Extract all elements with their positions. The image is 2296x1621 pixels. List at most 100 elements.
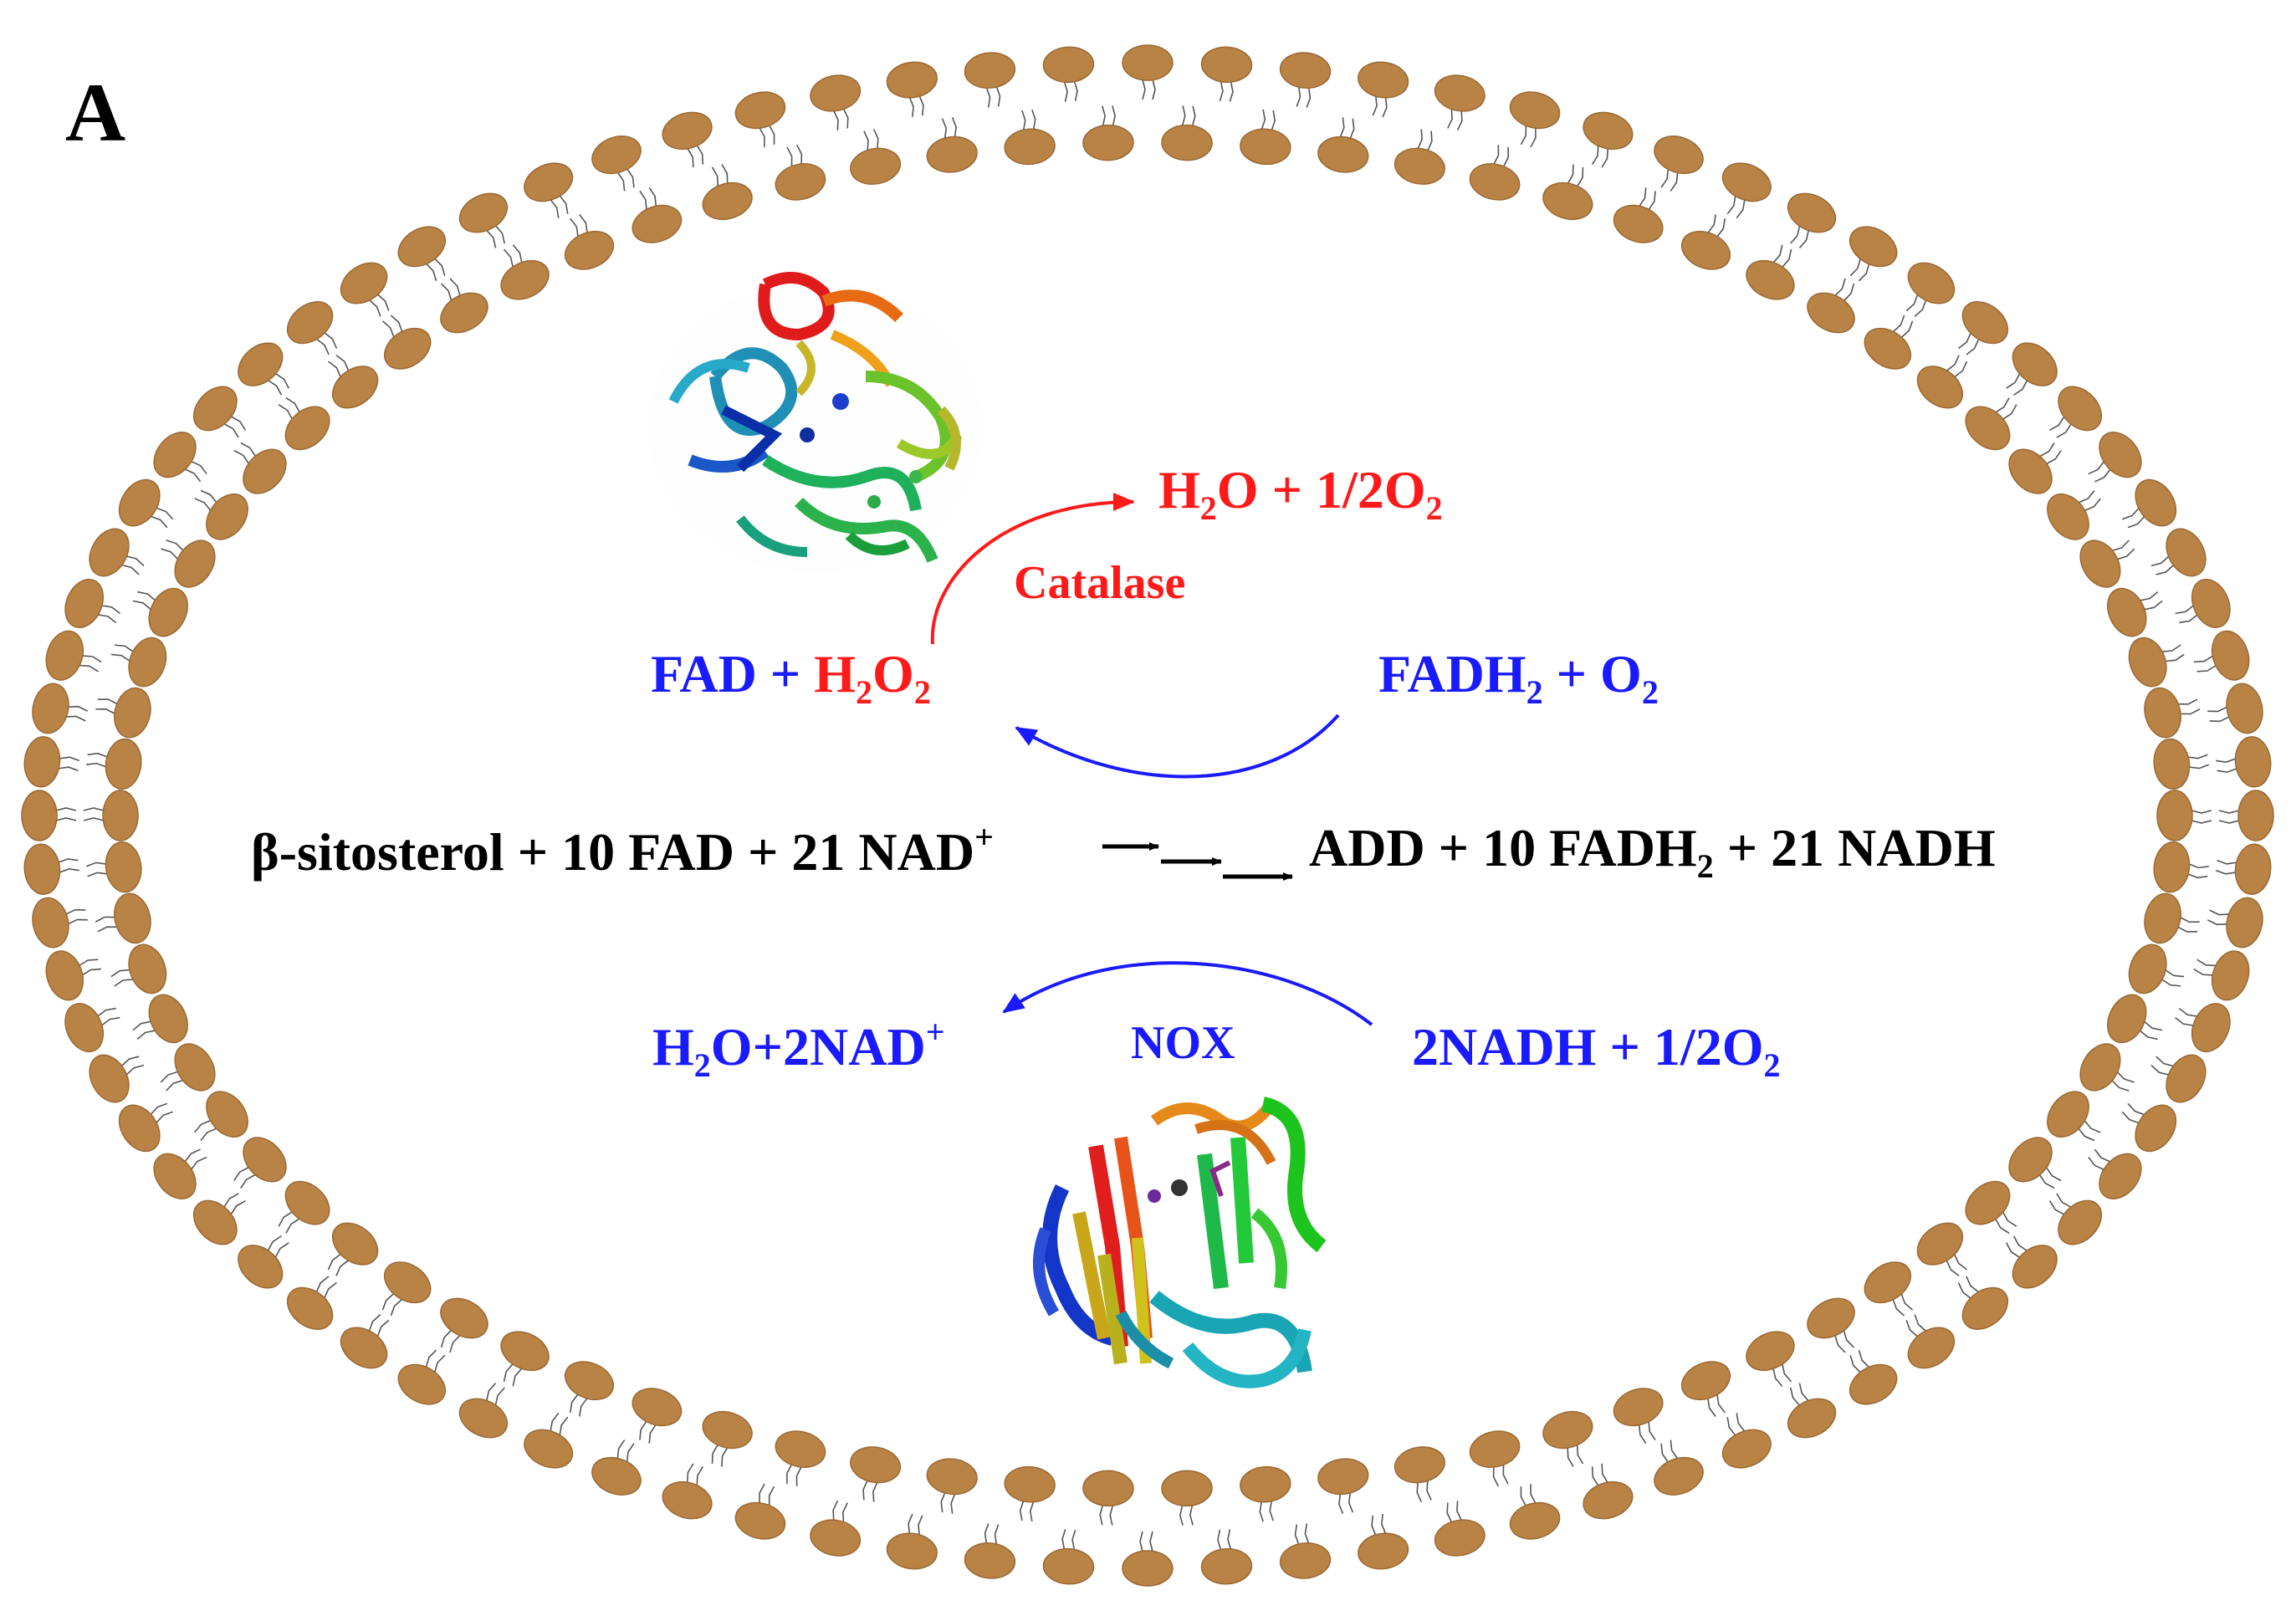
lipid-tail [223,1193,239,1208]
lipid-tail [1416,1481,1423,1502]
lipid-tail [941,118,948,139]
lipid-tail [1447,108,1453,129]
lipid-tail [434,258,446,276]
lipid-tail [125,555,145,566]
lipid-tail [1789,1387,1801,1406]
lipid-head [2237,790,2274,841]
lipid-tail [711,166,719,187]
lipid-head [591,1456,642,1496]
lipid-tail [1061,1529,1066,1550]
lipid-head [564,1361,615,1401]
lipid-head [45,630,84,681]
lipid-tail [1217,1529,1222,1551]
lipid-tail [315,1276,330,1293]
lipid-tail [110,653,130,662]
lipid-tail [2049,416,2065,432]
lipid-tail [2088,461,2105,475]
lipid-tail [120,1056,140,1067]
lipid-head [114,892,151,944]
lipid-tail [1071,1529,1076,1551]
lipid-tail [579,213,588,233]
lipid-tail [1427,130,1433,151]
lipid-tail [1772,1368,1783,1387]
lipid-tail [1790,225,1801,244]
lipid-head [1542,1410,1593,1450]
lipid-head [2166,1054,2207,1103]
lipid-tail [950,1493,956,1514]
lipid-head [1849,1363,1898,1405]
lipid-tail [1073,80,1078,102]
lipid-tail [863,130,869,151]
lipid-tail [156,507,174,520]
lipid-tail [648,187,657,207]
lipid-head [2079,539,2121,588]
lipid-tail [1966,338,1980,355]
lipid-tail [2002,1211,2017,1227]
lipid-head [440,292,488,334]
lipid-tail [58,858,79,863]
lipid-tail [951,117,957,138]
lipid-head [1434,1519,1485,1557]
lipid-head [1613,204,1664,243]
lipid-tail [230,416,247,431]
lipid-head [243,448,287,494]
lipid-head [2153,841,2191,893]
lipid-head [23,736,61,788]
lipid-head [1279,1542,1332,1579]
lipid-tail [2161,644,2181,652]
lipid-tail [101,605,120,615]
lipid-tail [1181,105,1186,126]
lipid-head [591,136,642,175]
lipid-tail [2127,1102,2145,1116]
lipid-tail [2207,706,2228,713]
lipid-head [238,342,284,386]
lipid-tail [81,968,102,976]
lipid-tail [2078,1128,2095,1142]
lipid-tail [2191,820,2212,824]
lipid-tail [1294,1524,1300,1545]
lipid-tail [425,1349,437,1368]
lipid-tail [1372,95,1378,116]
lipid-tail [1347,1492,1354,1513]
lipid-head [89,1054,130,1103]
lipid-tail [2013,380,2028,396]
lipid-head [2008,448,2053,494]
lipid-head [1240,1465,1291,1503]
lipid-tail [59,868,79,873]
lipid-head [1849,226,1898,268]
lipid-tail [223,422,239,438]
lipid-head [1004,1465,1056,1503]
lipid-head [206,493,248,540]
lipid-tail [1601,148,1609,168]
lipid-tail [1371,1515,1377,1536]
lipid-tail [190,1156,207,1170]
lipid-tail [2084,1119,2101,1133]
lipid-head [1746,1331,1795,1372]
catalase-arrow [930,493,1135,645]
lipid-head [2135,1104,2177,1153]
lipid-head [524,162,574,202]
lipid-tail [161,548,179,560]
lipid-head [810,1519,862,1557]
lipid-head [192,1199,238,1245]
lipid-tail [1567,1447,1574,1467]
lipid-tail [1591,145,1599,165]
lipid-head [383,1261,432,1304]
lipid-tail [2177,698,2198,705]
lipid-tail [166,1079,184,1092]
lipid-tail [1191,105,1196,126]
lipid-head [238,1245,284,1289]
lipid-tail [2111,1079,2130,1092]
lipid-tail [86,762,107,768]
lipid-head [440,1297,488,1339]
lipid-head [1317,1458,1369,1496]
lipid-head [1721,162,1772,202]
lipid-tail [2161,979,2181,987]
lipid-tail [503,248,514,268]
lipid-tail [1456,1501,1462,1521]
lipid-tail [1957,1282,1971,1299]
lipid-tail [1966,1276,1980,1293]
lipid-tail [1576,1445,1584,1465]
lipid-head [1613,1388,1664,1427]
